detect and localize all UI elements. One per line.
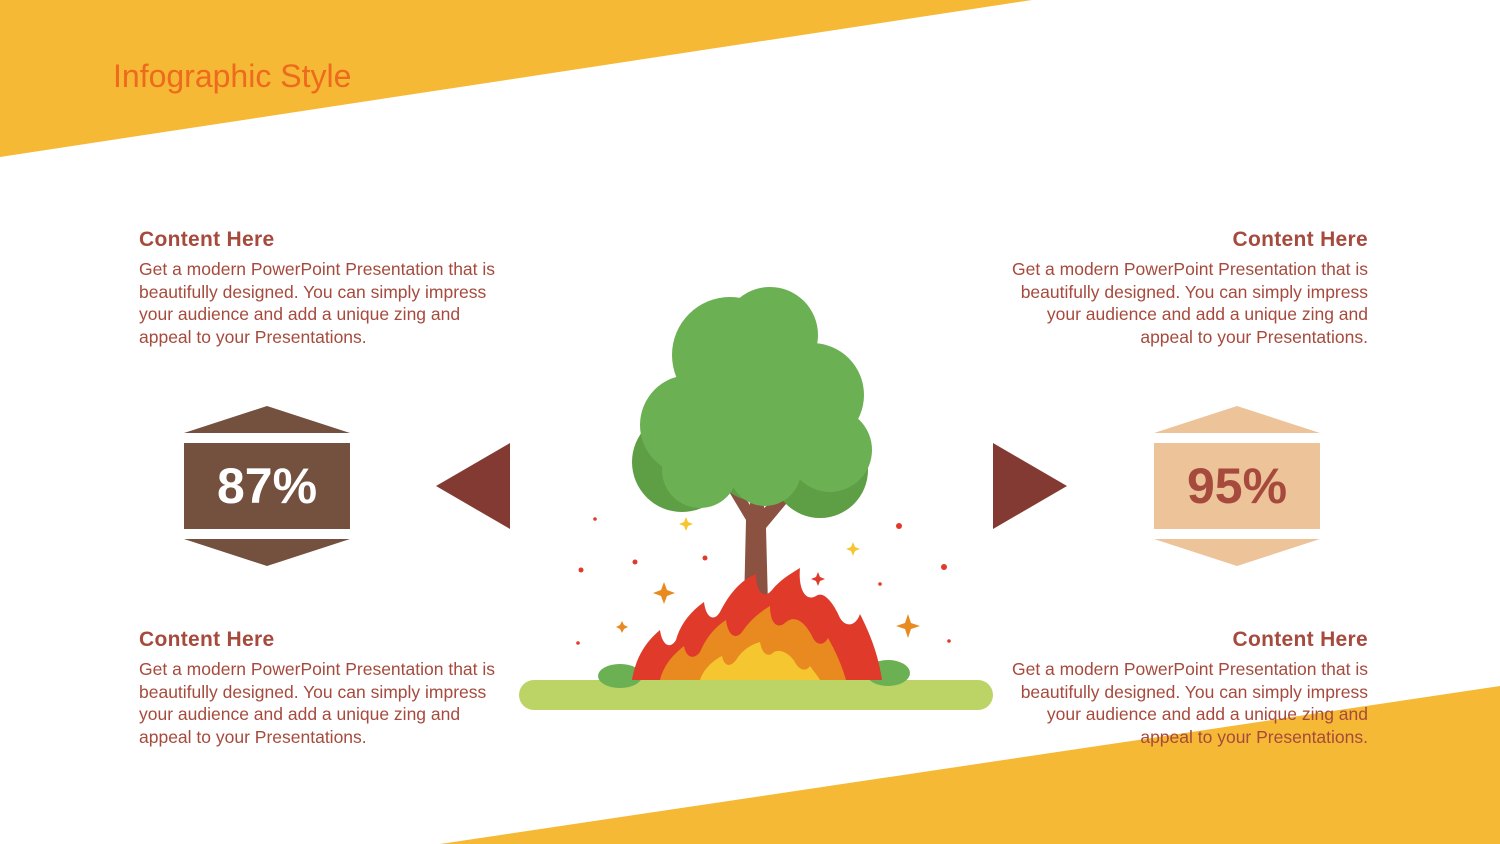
left-arrow-icon xyxy=(436,443,510,529)
bottom-yellow-band xyxy=(440,686,1500,844)
top-yellow-band xyxy=(0,0,1032,157)
stat-value: 87% xyxy=(184,443,350,529)
content-block-top-left: Content Here Get a modern PowerPoint Pre… xyxy=(139,228,511,348)
content-body: Get a modern PowerPoint Presentation tha… xyxy=(139,259,496,347)
content-body: Get a modern PowerPoint Presentation tha… xyxy=(1011,259,1368,347)
badge-bottom-triangle xyxy=(184,539,350,566)
stat-value: 95% xyxy=(1154,443,1320,529)
right-arrow-icon xyxy=(993,443,1067,529)
slide-title: Infographic Style xyxy=(113,58,352,94)
tree-on-fire-icon xyxy=(519,287,993,710)
content-body: Get a modern PowerPoint Presentation tha… xyxy=(139,659,496,747)
stat-badge-right: 95% xyxy=(1154,406,1320,566)
badge-bottom-triangle xyxy=(1154,539,1320,566)
content-block-bottom-left: Content Here Get a modern PowerPoint Pre… xyxy=(139,628,511,748)
content-heading: Content Here xyxy=(1232,228,1368,251)
ground xyxy=(519,680,993,710)
content-block-top-right: Content Here Get a modern PowerPoint Pre… xyxy=(996,228,1368,348)
content-heading: Content Here xyxy=(1232,628,1368,651)
content-body: Get a modern PowerPoint Presentation tha… xyxy=(1011,659,1368,747)
fire-middle xyxy=(660,606,846,680)
content-heading: Content Here xyxy=(139,628,275,651)
badge-top-triangle xyxy=(1154,406,1320,433)
stat-badge-left: 87% xyxy=(184,406,350,566)
badge-top-triangle xyxy=(184,406,350,433)
sparkles xyxy=(576,517,951,645)
content-heading: Content Here xyxy=(139,228,275,251)
fire-inner xyxy=(700,642,820,680)
content-block-bottom-right: Content Here Get a modern PowerPoint Pre… xyxy=(996,628,1368,748)
